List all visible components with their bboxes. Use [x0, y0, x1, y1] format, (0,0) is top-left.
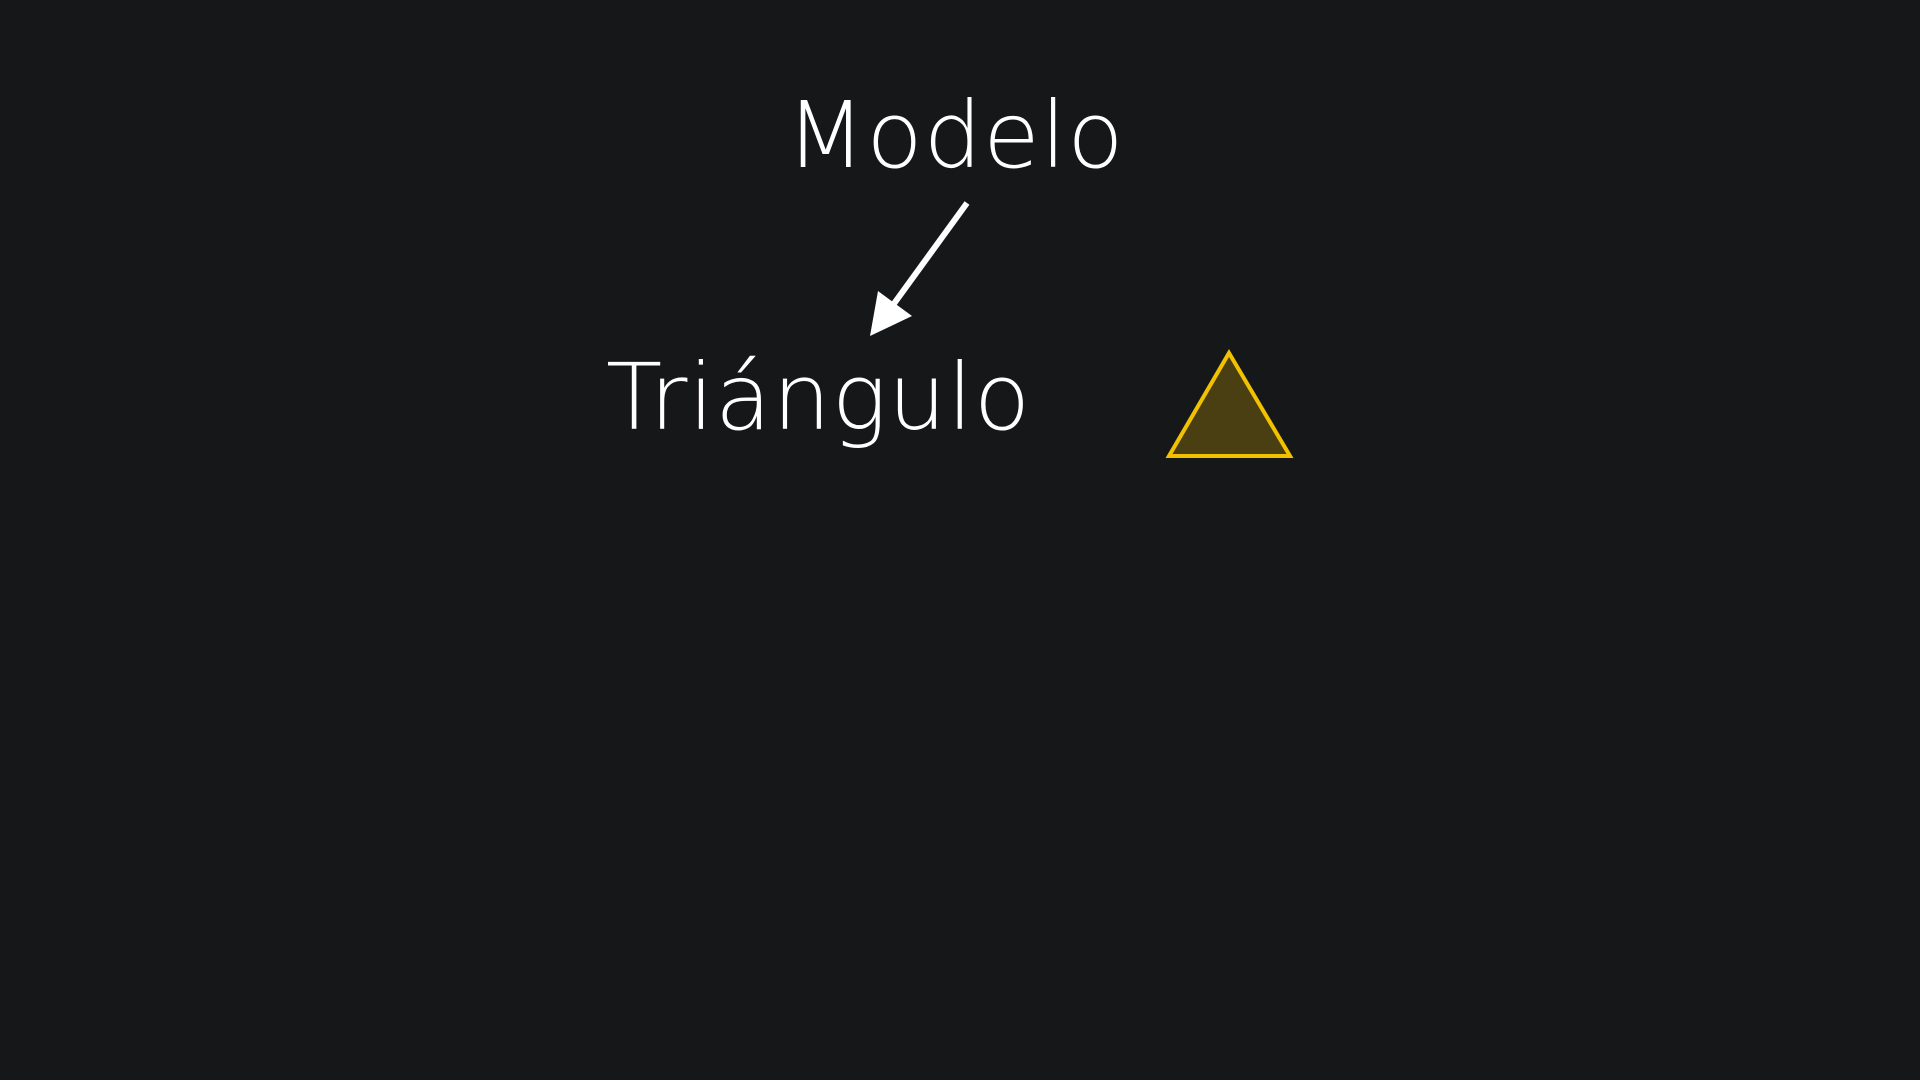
arrow-connector [870, 201, 970, 336]
triangle-icon [1165, 349, 1294, 458]
node-label-modelo: Modelo [786, 82, 1125, 189]
node-label-triangulo: Triángulo [606, 344, 1032, 451]
arrow-shaft [890, 201, 970, 307]
arrow-head [870, 291, 912, 336]
